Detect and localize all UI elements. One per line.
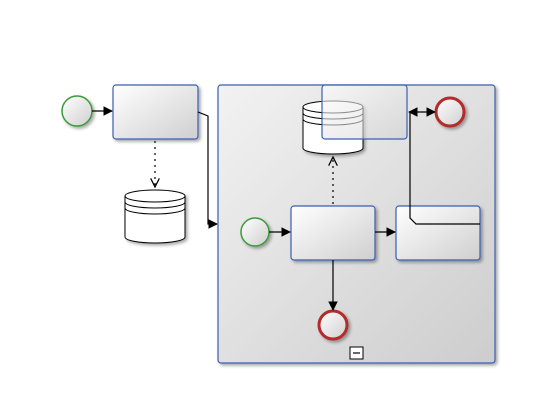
- task-inner-center[interactable]: [290, 205, 376, 261]
- task-inner-right[interactable]: [395, 205, 481, 261]
- data-store-outer[interactable]: [124, 189, 186, 244]
- start-event-outer[interactable]: [61, 95, 93, 127]
- connections: [92, 106, 480, 311]
- end-event-inner[interactable]: [317, 309, 349, 341]
- flow-right-to-top[interactable]: [409, 112, 480, 225]
- task-outer[interactable]: [112, 84, 199, 140]
- task-inner-top[interactable]: [321, 84, 408, 140]
- collapse-icon[interactable]: [349, 346, 364, 360]
- start-event-inner[interactable]: [240, 217, 270, 247]
- end-event-outer[interactable]: [434, 96, 466, 128]
- flow-task-outer-to-subprocess[interactable]: [197, 111, 218, 229]
